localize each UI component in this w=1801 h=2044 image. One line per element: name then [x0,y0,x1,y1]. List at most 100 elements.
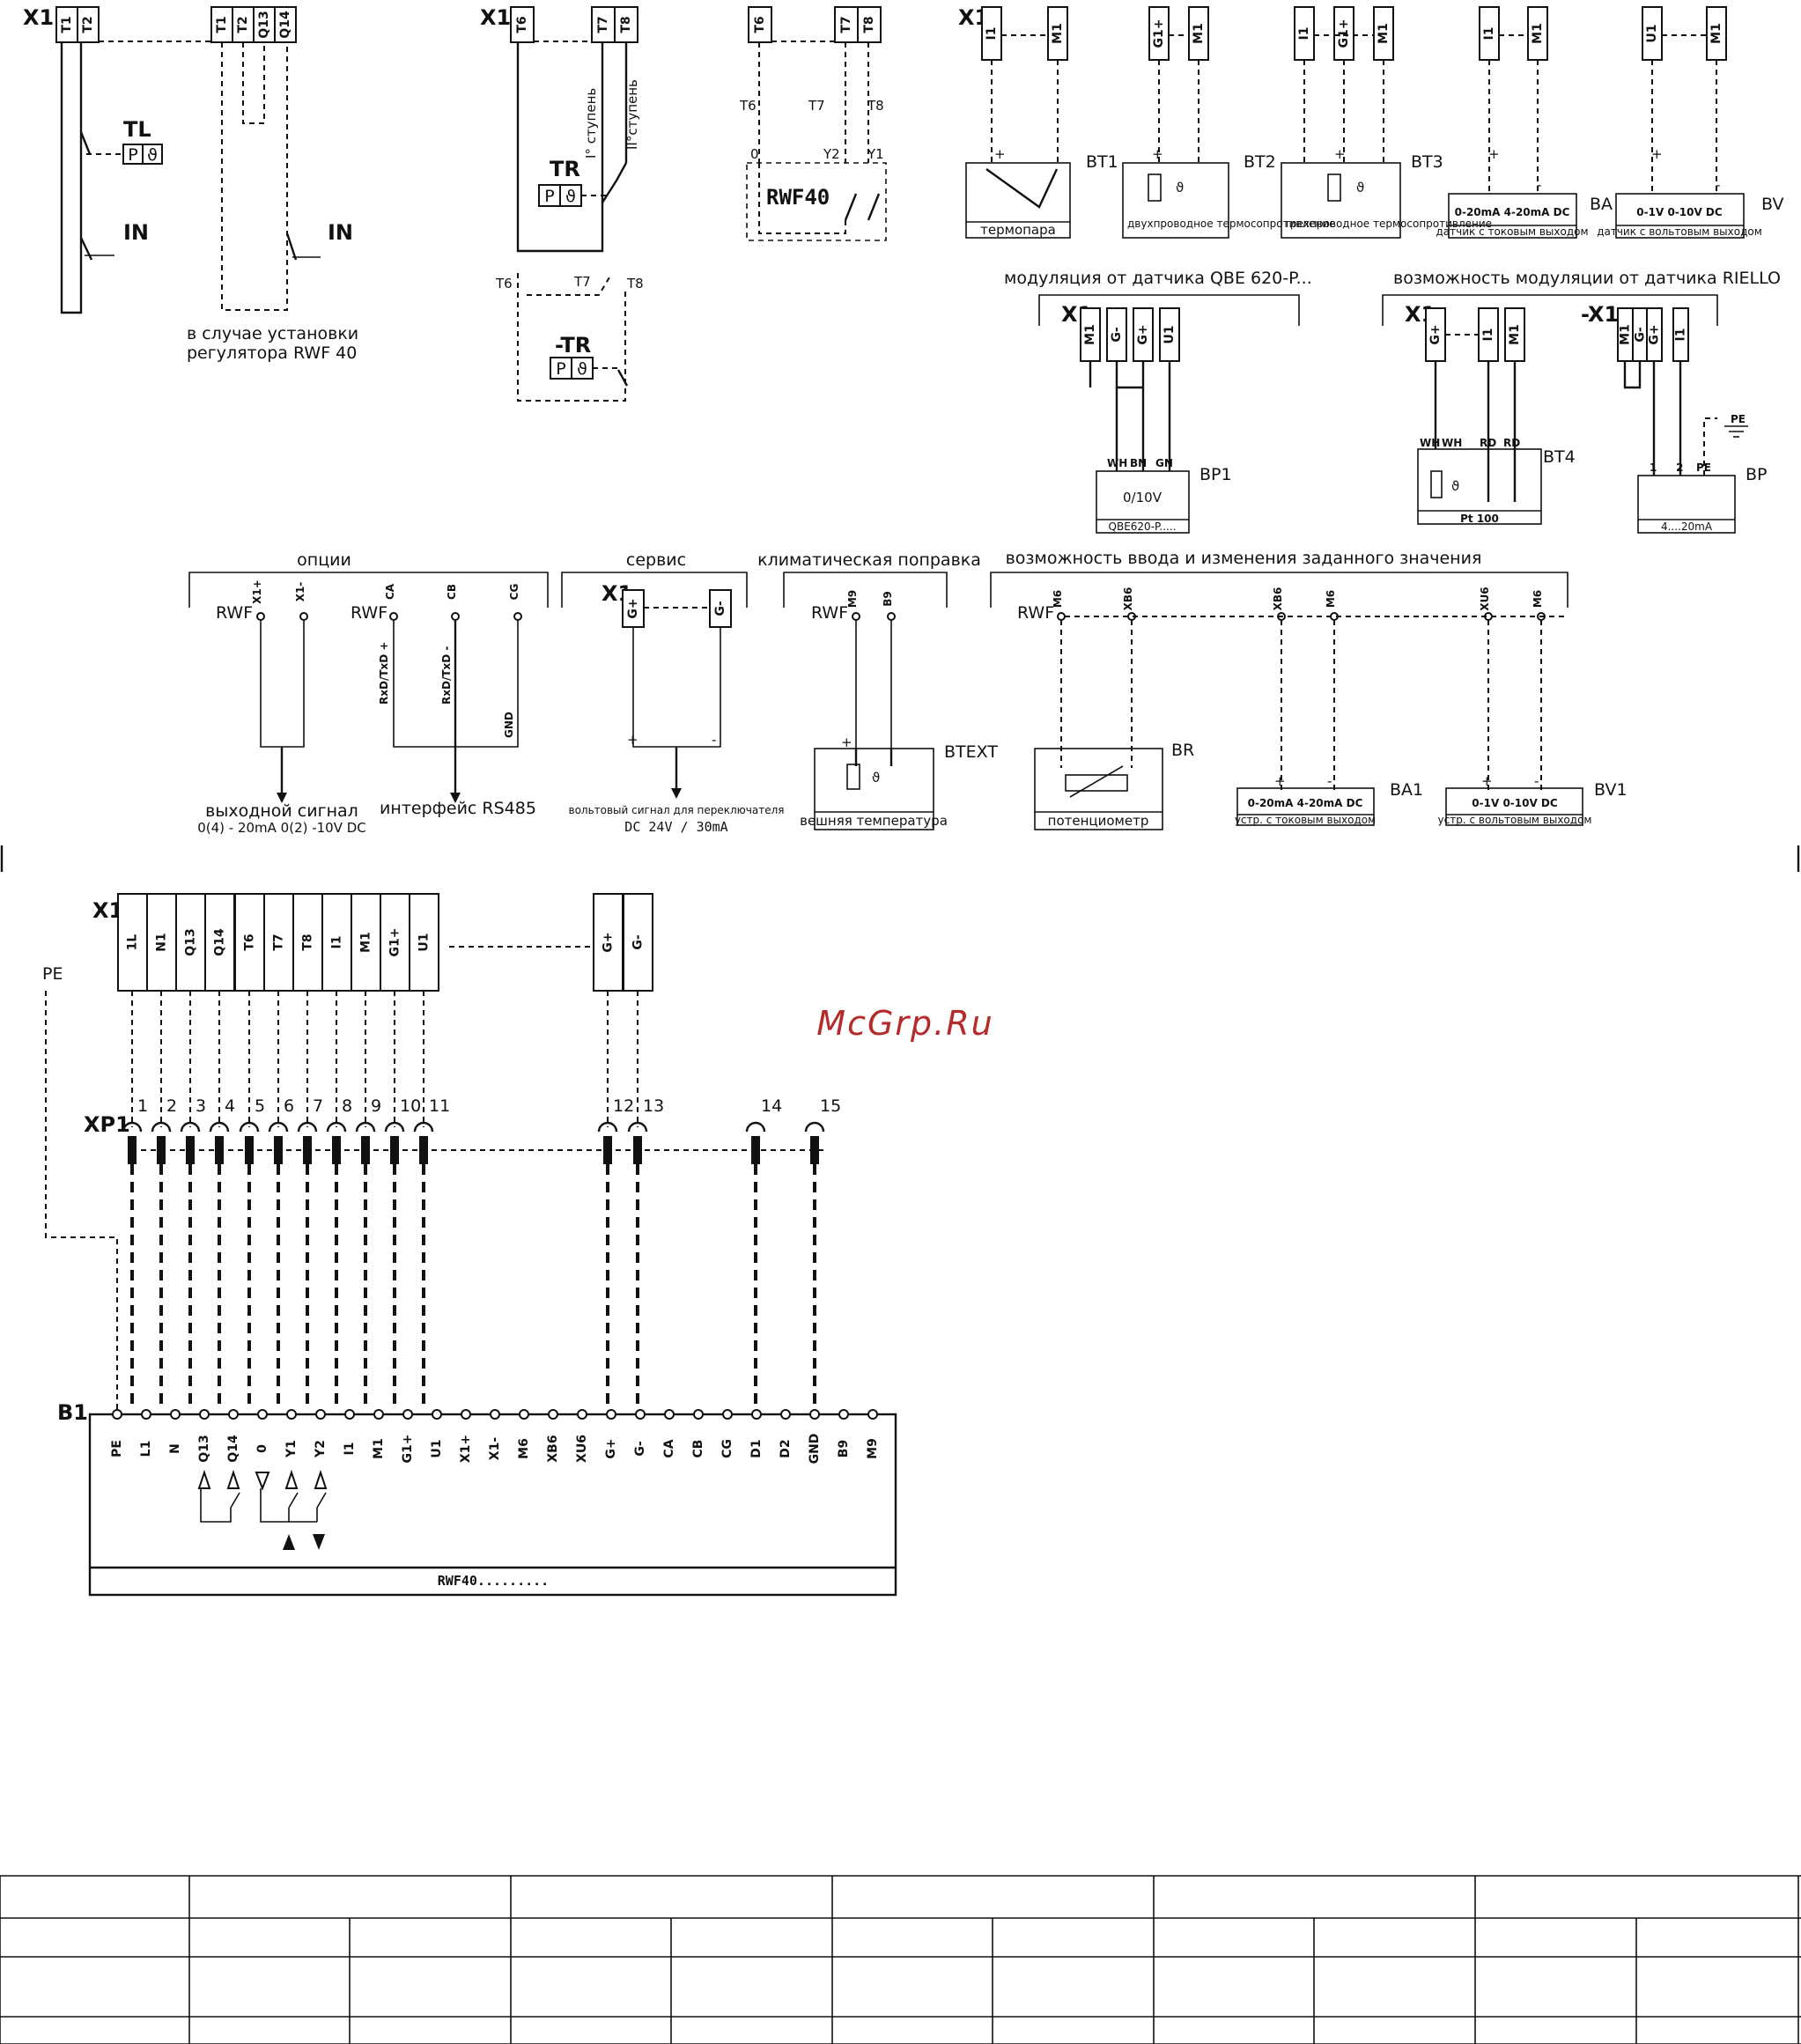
b1-terminal-label: CB [691,1440,705,1458]
svg-text:CG: CG [508,584,520,601]
svg-text:Q13: Q13 [257,11,271,38]
svg-text:P: P [544,187,554,206]
svg-text:BN: BN [1130,457,1147,469]
sensor-term-label: M1 [1377,23,1391,44]
x1-term-label: T6 [243,933,257,950]
svg-text:BR: BR [1171,741,1194,760]
b1-terminal [693,1409,704,1420]
svg-text:T1: T1 [215,16,229,33]
svg-text:ϑ: ϑ [565,187,576,206]
plug-number: 6 [284,1096,294,1116]
sensor-term-label: M1 [1531,23,1545,44]
x1-term2 [623,893,653,992]
x1-term-label: 1L [126,934,140,951]
b1-terminal-label: Y1 [284,1440,299,1458]
riello-term2-label: G+ [1648,324,1662,344]
svg-text:PE: PE [1731,413,1746,425]
riello-term-label: M1 [1508,324,1522,345]
plug-pin [633,1136,642,1164]
b1-terminal-label: GND [808,1434,822,1465]
svg-text:модуляция от датчика QBE 620-P: модуляция от датчика QBE 620-P... [1004,269,1312,288]
riello-term2-label: I1 [1674,328,1688,342]
svg-text:QBE620-P.....: QBE620-P..... [1109,520,1177,533]
svg-text:BP1: BP1 [1199,465,1232,484]
plug-number: 15 [820,1096,841,1116]
svg-text:T7: T7 [808,98,825,114]
svg-text:0-1V 0-10V DC: 0-1V 0-10V DC [1636,206,1723,218]
svg-text:X1-: X1- [294,582,306,602]
svg-text:T1: T1 [60,16,74,33]
svg-text:Y1: Y1 [867,146,884,162]
b1-terminal-label: L1 [139,1441,153,1457]
svg-text:ϑ: ϑ [147,145,158,165]
setpoint-term-label: XB6 [1122,587,1134,611]
sensor-term-label: M1 [1051,23,1065,44]
svg-text:климатическая поправка: климатическая поправка [757,550,981,570]
svg-text:TR: TR [550,157,580,181]
sensor-term-label: I1 [1297,27,1311,41]
svg-text:+: + [841,734,853,750]
svg-text:ϑ: ϑ [1356,180,1364,196]
svg-text:вольтовый сигнал для переключа: вольтовый сигнал для переключателя [569,804,785,816]
svg-text:вешняя температура: вешняя температура [800,813,948,829]
svg-text:-: - [1534,773,1539,789]
svg-text:T6: T6 [739,98,757,114]
b1-terminal [838,1409,849,1420]
b1-terminal [461,1409,471,1420]
svg-text:0-1V 0-10V DC: 0-1V 0-10V DC [1472,797,1558,809]
b1-terminal [519,1409,529,1420]
svg-text:PE: PE [42,964,63,984]
svg-text:B1: B1 [57,1400,88,1425]
svg-text:датчик с токовым выходом: датчик с токовым выходом [1436,225,1588,238]
polarity-mark: + [1488,146,1500,162]
svg-text:BTEXT: BTEXT [944,742,998,762]
sensor-term-label: G1+ [1337,19,1351,48]
svg-text:BA1: BA1 [1390,780,1423,800]
svg-text:XP1: XP1 [84,1112,130,1137]
x1-term [409,893,439,992]
plug-number: 8 [342,1096,352,1116]
plug-pin [303,1136,312,1164]
b1-terminal [257,1409,268,1420]
panel-rwf40: T6 T7 T8 T6 T7 T8 0 Y2 Y1 RWF40 [739,6,887,241]
x1-label: X1 [23,5,54,30]
svg-text:T7: T7 [573,274,591,290]
plug-socket [239,1121,260,1133]
svg-text:DC 24V / 30mA: DC 24V / 30mA [624,819,727,835]
plug-pin [215,1136,224,1164]
b1-terminal-label: M1 [372,1438,386,1459]
polarity-mark: + [1651,146,1663,162]
svg-text:T7: T7 [839,16,853,33]
svg-text:Pt 100: Pt 100 [1460,513,1499,525]
x1-term [380,893,410,992]
b1-terminal [112,1409,122,1420]
svg-text:устр. с вольтовым выходом: устр. с вольтовым выходом [1438,814,1592,826]
svg-text:-: - [1327,773,1332,789]
b1-terminal-label: U1 [430,1439,444,1457]
svg-text:RD: RD [1480,437,1496,449]
plug-pin [332,1136,341,1164]
climate-section: климатическая поправка RWF M9 B9 ϑ + веш… [757,550,998,830]
svg-text:T2: T2 [236,16,250,33]
x1-term [351,893,381,992]
sensor-term-label: G1+ [1152,19,1166,48]
plug-number: 11 [429,1096,450,1116]
plug-socket [326,1121,347,1133]
svg-text:0/10V: 0/10V [1123,490,1163,505]
x1-term2-label: G- [631,934,646,949]
b1-terminal [315,1409,326,1420]
service-section: сервис X1 G+ G- + - вольтовый сигнал для… [561,550,785,835]
plug-pin [810,1136,819,1164]
polarity-mark: + [994,146,1006,162]
in-left-label: IN [123,220,149,245]
b1-terminal [809,1409,820,1420]
plug-number: 5 [255,1096,265,1116]
svg-text:-TR: -TR [555,333,591,358]
x1-term-label: Q13 [184,928,198,956]
svg-text:трехпроводное термосопротивлен: трехпроводное термосопротивление [1284,218,1492,230]
panel-tl-in: X1 T1 T2 T1 T2 Q13 Q14 TL P ϑ IN IN в сл… [23,5,358,363]
svg-text:RWF: RWF [351,603,388,623]
plug-number: 14 [761,1096,782,1116]
